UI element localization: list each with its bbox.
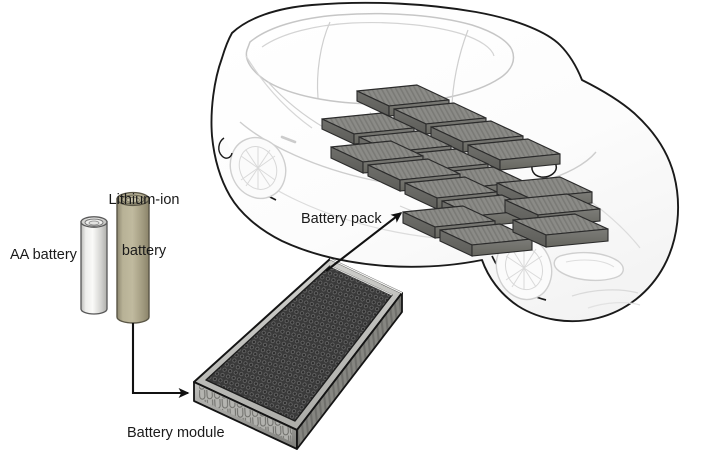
pack-module <box>512 213 609 248</box>
battery-pack[interactable] <box>321 84 609 257</box>
label-lithium-ion-battery-line1: Lithium-ion <box>108 192 180 208</box>
battery-module[interactable] <box>193 258 403 450</box>
lithium-ion-battery[interactable] <box>116 191 150 324</box>
label-battery-pack: Battery pack <box>301 211 382 227</box>
label-aa-battery: AA battery <box>10 247 77 263</box>
connector-cell-to-module <box>131 323 190 399</box>
label-battery-module: Battery module <box>127 425 225 441</box>
pack-module <box>439 223 533 257</box>
aa-battery[interactable] <box>80 216 108 315</box>
label-lithium-ion-battery: Lithium-ion battery <box>92 158 196 294</box>
connector-module-to-pack <box>325 212 403 272</box>
label-lithium-ion-battery-line2: battery <box>121 243 167 259</box>
pack-module <box>467 138 561 171</box>
